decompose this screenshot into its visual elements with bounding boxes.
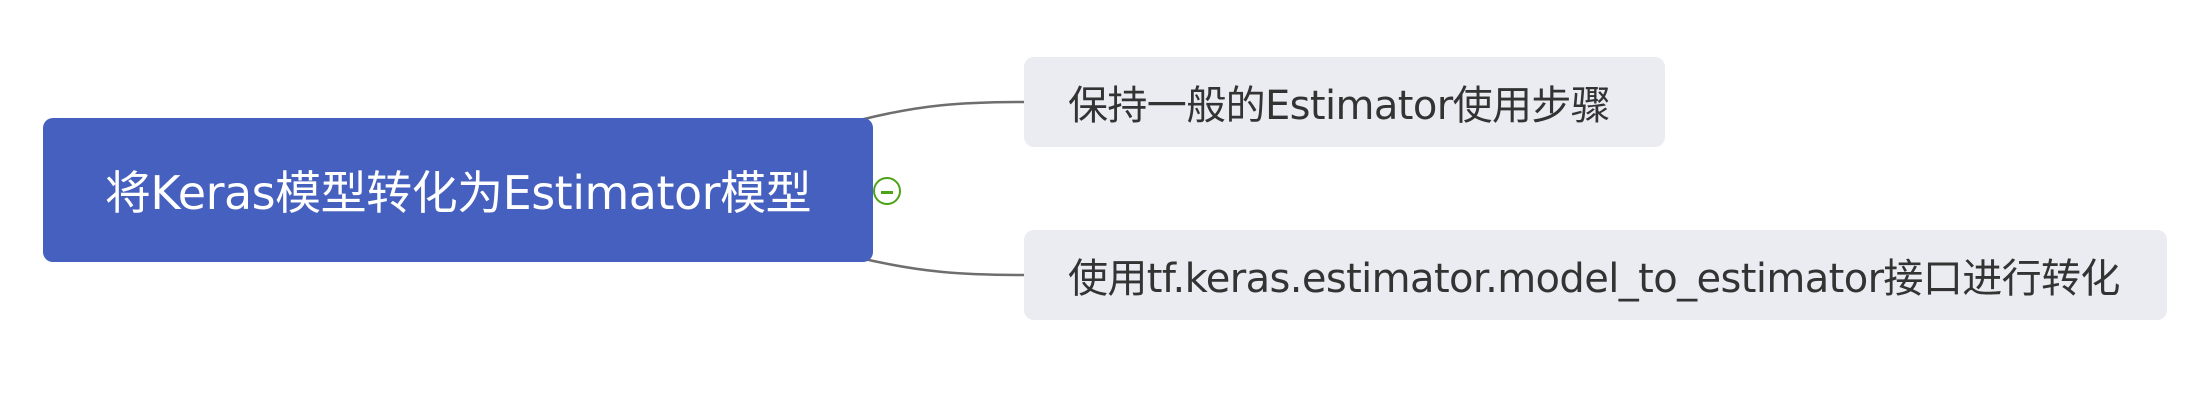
subtopic-1-label: 保持一般的Estimator使用步骤 [1068,83,1611,129]
subtopic-2[interactable]: 使用tf.keras.estimator.model_to_estimator接… [1024,230,2167,320]
connector-line-1 [859,100,1025,122]
subtopic-1[interactable]: 保持一般的Estimator使用步骤 [1024,57,1665,147]
connector-line-2 [859,256,1025,277]
minus-circle-icon [881,191,893,194]
collapse-toggle[interactable] [873,177,901,205]
root-topic[interactable]: 将Keras模型转化为Estimator模型 [43,118,873,262]
root-topic-label: 将Keras模型转化为Estimator模型 [104,166,812,220]
subtopic-2-label: 使用tf.keras.estimator.model_to_estimator接… [1068,256,2120,302]
